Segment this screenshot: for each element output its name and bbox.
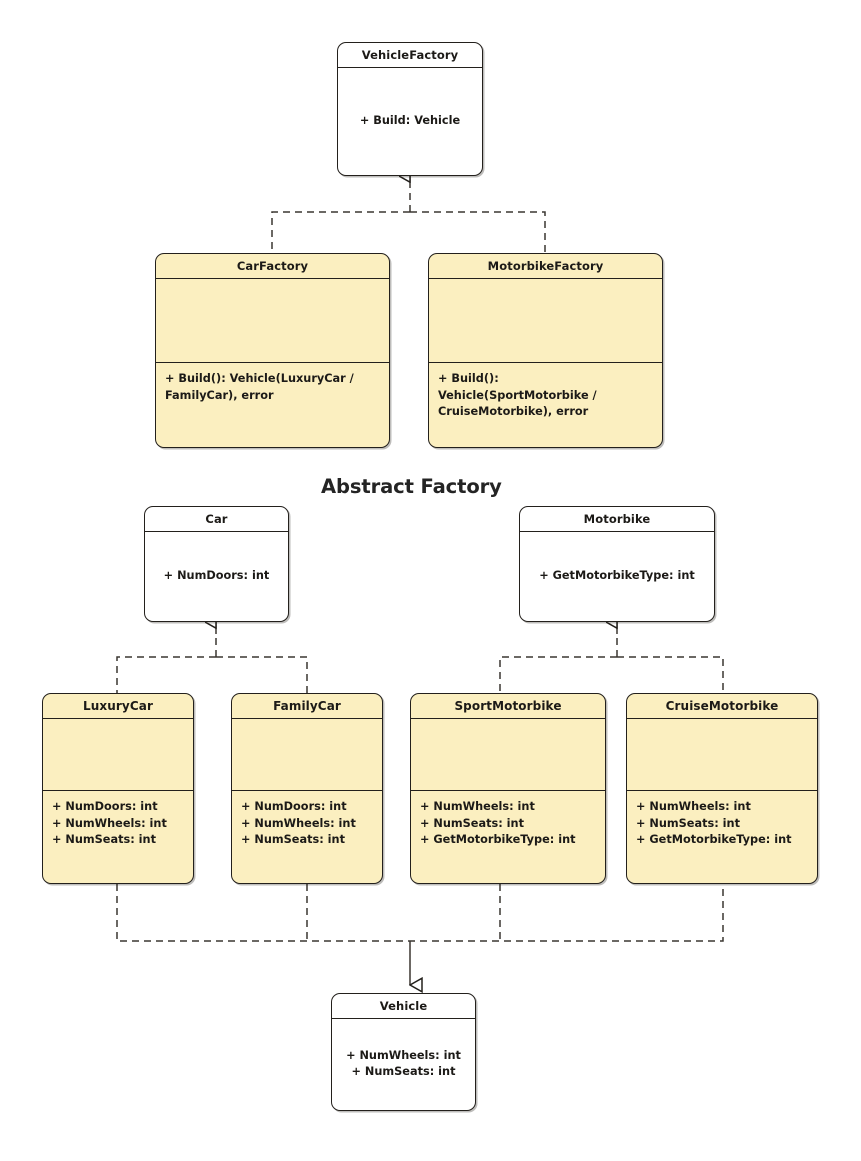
class-box-family-car[interactable]: FamilyCar + NumDoors: int + NumWheels: i… xyxy=(231,693,383,884)
class-name-motorbike: Motorbike xyxy=(520,507,714,532)
class-members-family-car: + NumDoors: int + NumWheels: int + NumSe… xyxy=(241,800,356,847)
section-caption-abstract-factory: Abstract Factory xyxy=(321,475,502,498)
realization-luxurycar-car xyxy=(116,656,216,693)
class-attributes-sport-motorbike xyxy=(411,719,605,791)
class-members-car: + NumDoors: int xyxy=(163,568,270,582)
class-attributes-family-car xyxy=(232,719,382,791)
class-attributes-car-factory xyxy=(156,279,389,363)
realization-sportmotorbike-motorbike xyxy=(499,656,617,693)
class-members-motorbike: + GetMotorbikeType: int xyxy=(539,568,695,582)
class-box-motorbike[interactable]: Motorbike + GetMotorbikeType: int xyxy=(519,506,715,622)
realization-bus-vehicle xyxy=(116,884,724,942)
class-members-cruise-motorbike: + NumWheels: int + NumSeats: int + GetMo… xyxy=(636,800,792,847)
class-members-vehicle: + NumWheels: int + NumSeats: int xyxy=(346,1048,461,1079)
class-name-luxury-car: LuxuryCar xyxy=(43,694,193,720)
class-box-vehicle-factory[interactable]: VehicleFactory + Build: Vehicle xyxy=(337,42,483,176)
class-name-vehicle-factory: VehicleFactory xyxy=(338,43,482,68)
class-box-car-factory[interactable]: CarFactory + Build(): Vehicle(LuxuryCar … xyxy=(155,253,390,448)
realization-cruisemotorbike-motorbike xyxy=(617,656,724,693)
class-attributes-cruise-motorbike xyxy=(627,719,817,791)
class-box-luxury-car[interactable]: LuxuryCar + NumDoors: int + NumWheels: i… xyxy=(42,693,194,884)
class-box-motorbike-factory[interactable]: MotorbikeFactory + Build(): Vehicle(Spor… xyxy=(428,253,663,448)
class-box-car[interactable]: Car + NumDoors: int xyxy=(144,506,289,622)
class-name-car: Car xyxy=(145,507,288,532)
class-box-cruise-motorbike[interactable]: CruiseMotorbike + NumWheels: int + NumSe… xyxy=(626,693,818,884)
class-members-motorbike-factory: + Build(): Vehicle(SportMotorbike / Crui… xyxy=(438,372,601,419)
class-attributes-motorbike-factory xyxy=(429,279,662,363)
class-name-family-car: FamilyCar xyxy=(232,694,382,720)
class-name-vehicle: Vehicle xyxy=(332,994,475,1019)
class-attributes-luxury-car xyxy=(43,719,193,791)
class-members-luxury-car: + NumDoors: int + NumWheels: int + NumSe… xyxy=(52,800,167,847)
class-name-sport-motorbike: SportMotorbike xyxy=(411,694,605,720)
realization-carfactory-vehiclefactory xyxy=(271,211,410,253)
class-members-car-factory: + Build(): Vehicle(LuxuryCar / FamilyCar… xyxy=(165,372,358,402)
class-box-sport-motorbike[interactable]: SportMotorbike + NumWheels: int + NumSea… xyxy=(410,693,606,884)
class-name-car-factory: CarFactory xyxy=(156,254,389,279)
class-name-cruise-motorbike: CruiseMotorbike xyxy=(627,694,817,720)
class-members-sport-motorbike: + NumWheels: int + NumSeats: int + GetMo… xyxy=(420,800,576,847)
class-name-motorbike-factory: MotorbikeFactory xyxy=(429,254,662,279)
realization-motorbikefactory-vehiclefactory xyxy=(410,211,546,253)
class-box-vehicle[interactable]: Vehicle + NumWheels: int + NumSeats: int xyxy=(331,993,476,1111)
realization-familycar-car xyxy=(216,656,308,693)
class-members-vehicle-factory: + Build: Vehicle xyxy=(359,113,461,127)
